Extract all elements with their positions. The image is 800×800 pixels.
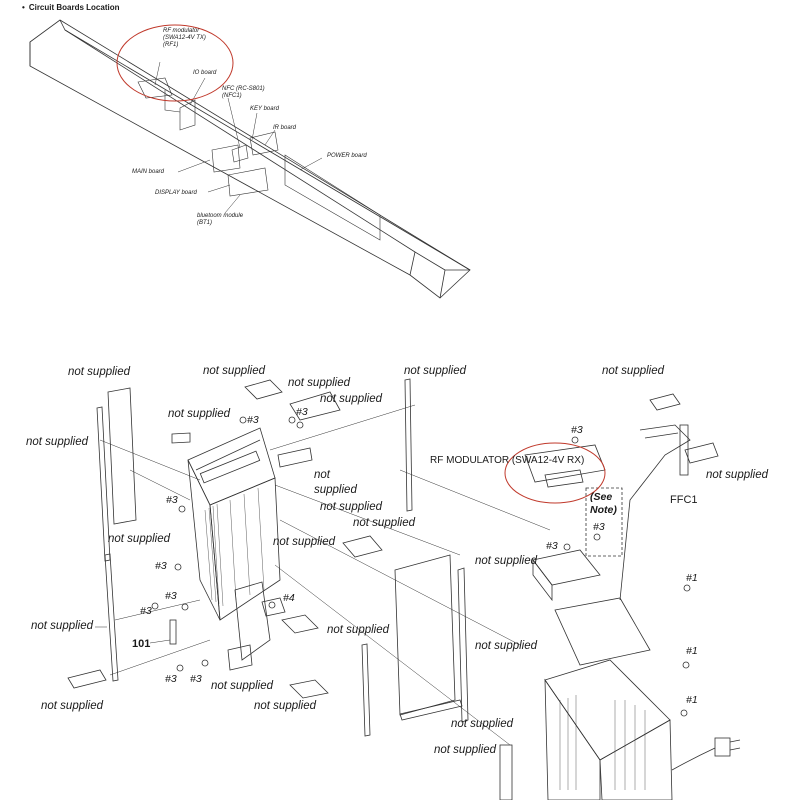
not-supplied-label: not supplied [108, 533, 171, 545]
not-supplied-label: not supplied [327, 624, 390, 636]
not-supplied-label: not supplied [320, 501, 383, 513]
center-chassis-slots [204, 487, 265, 607]
bluetooth-module-label: bluetoom module (BT1) [197, 213, 244, 226]
screw-1-label: #1 [686, 572, 698, 584]
see-note-label: (See Note) [590, 491, 617, 516]
bottom-leader-lines [95, 626, 171, 644]
display-board-label: DISPLAY board [155, 190, 197, 196]
not-supplied-label: not supplied [434, 744, 497, 756]
not-supplied-label: not supplied [203, 365, 266, 377]
rf-modulator-rx-highlight-circle [504, 442, 606, 504]
rf-modulator-rx-label: RF MODULATOR (SWA12-4V RX) [430, 455, 585, 466]
screw-1-label: #1 [686, 694, 698, 706]
ffc-cable [619, 424, 691, 601]
soundbar-outline [29, 19, 471, 299]
not-supplied-label: not supplied [26, 436, 89, 448]
key-board-label: KEY board [250, 106, 279, 112]
not-supplied-sheets [244, 379, 719, 699]
not-supplied-label: not supplied [451, 718, 514, 730]
not-supplied-label: not supplied [353, 517, 416, 529]
part-101-label: 101 [132, 638, 151, 650]
lower-strip [399, 699, 463, 721]
power-board-label: POWER board [327, 153, 367, 159]
not-supplied-label: not supplied [404, 365, 467, 377]
screw-3-label: #3 [247, 414, 259, 426]
not-supplied-label: not supplied [68, 366, 131, 378]
not-supplied-label: not supplied [273, 536, 336, 548]
chassis-brackets [227, 391, 341, 671]
right-assembly-slots [559, 695, 646, 790]
not-supplied-label: not supplied [31, 620, 94, 632]
screw-3-label: #3 [571, 424, 583, 436]
screw-3-label: #3 [166, 494, 178, 506]
not-supplied-label: not supplied [706, 469, 769, 481]
main-board-label: MAIN board [132, 169, 165, 175]
screw-1-label: #1 [686, 645, 698, 657]
screw-3-label: #3 [593, 521, 605, 533]
vertical-strips [361, 378, 469, 737]
center-chassis [187, 427, 281, 621]
nfc-label: NFC (RC-S801) (NFC1) [222, 86, 265, 99]
io-board-label: IO board [193, 70, 217, 76]
screw-icons [151, 416, 691, 717]
not-supplied-label: not supplied [475, 555, 538, 567]
part-101-icon [169, 619, 177, 645]
screw-3-label: #3 [165, 673, 177, 685]
power-cord [671, 737, 741, 771]
screw-3-label: #3 [190, 673, 202, 685]
screw-3-label: #3 [155, 560, 167, 572]
not-supplied-label: not supplied [211, 680, 274, 692]
rf-modulator-label: RF modulator (SWA12-4V TX) (RF1) [163, 28, 206, 48]
screw-4-label: #4 [283, 592, 295, 604]
not-supplied-label: not supplied [320, 393, 383, 405]
not-supplied-label: not supplied [475, 640, 538, 652]
rf-modulator-highlight-circle [116, 24, 234, 102]
screw-3-label: #3 [546, 540, 558, 552]
screw-3-label: #3 [140, 605, 152, 617]
ir-board-label: IR board [273, 125, 297, 131]
not-supplied-label: not supplied [41, 700, 104, 712]
not-supplied-label: not supplied [168, 408, 231, 420]
not-supplied-label: not supplied [288, 377, 351, 389]
large-panel [394, 554, 456, 716]
see-note-box [585, 487, 623, 557]
not-supplied-label: not supplied [602, 365, 665, 377]
top-leader-lines [154, 61, 323, 214]
not-supplied-label: not supplied [254, 700, 317, 712]
diagram-title: •Circuit Boards Location [22, 3, 120, 12]
board-outlines [137, 77, 381, 241]
ffc1-label: FFC1 [670, 494, 698, 506]
alignment-lines [99, 404, 551, 746]
screw-3-label: #3 [165, 590, 177, 602]
left-panels [67, 387, 191, 689]
screw-3-label: #3 [296, 406, 308, 418]
not-supplied-label: not supplied [314, 469, 357, 496]
